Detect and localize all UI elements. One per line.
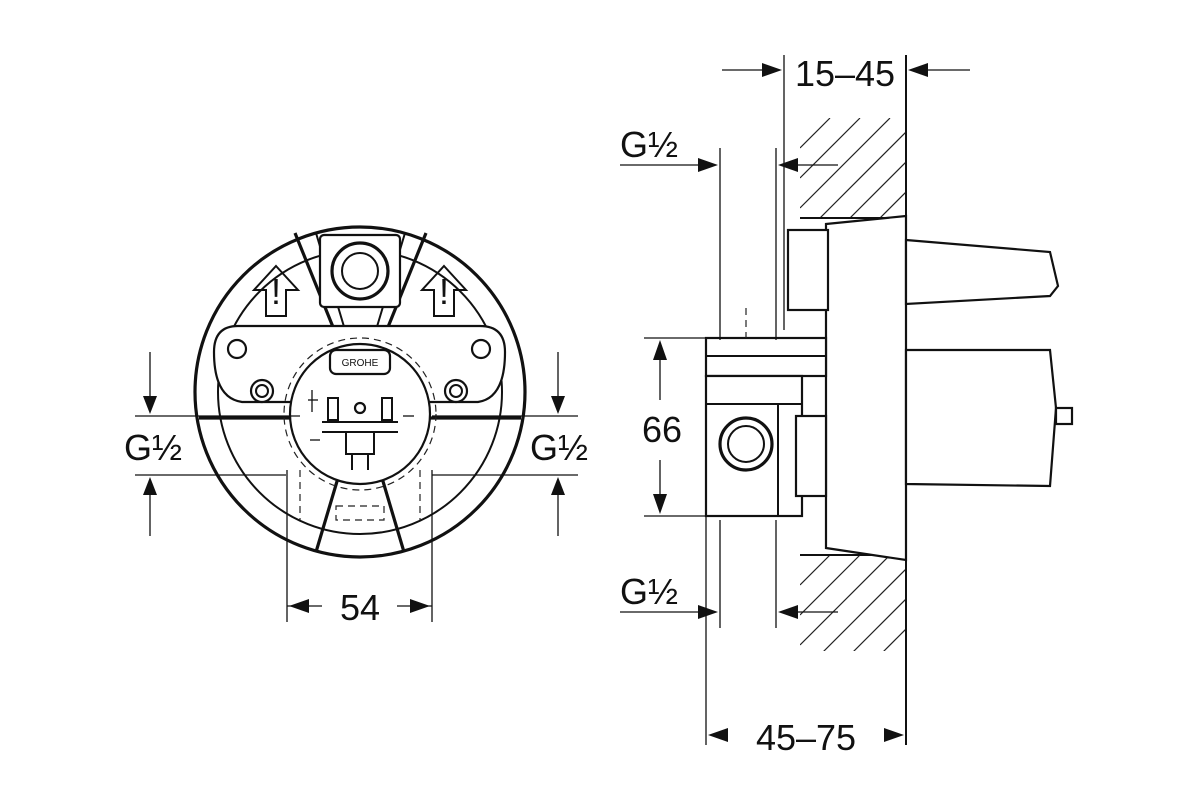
left-thread-label: G½ (124, 427, 182, 468)
grohe-logo: GROHE (342, 358, 379, 369)
svg-text:!: ! (271, 271, 281, 312)
plate-hole-right (470, 338, 492, 360)
total-depth-label: 45–75 (756, 717, 856, 758)
top-thread-label: G½ (620, 124, 678, 165)
side-valve-upper (786, 228, 830, 312)
up-arrow-icon-right: ! (419, 264, 469, 317)
wall-depth-label: 15–45 (795, 53, 895, 94)
total-depth-dimension (705, 516, 904, 745)
side-view: 15–45 G½ 66 G½ (620, 53, 1074, 758)
screw-left (249, 378, 275, 404)
top-thread-dimension (620, 148, 838, 340)
side-port-inner (727, 425, 765, 463)
side-mounting-plate (824, 214, 908, 562)
right-thread-label: G½ (530, 427, 588, 468)
side-port-outer (718, 416, 774, 472)
top-port-inner (341, 252, 379, 290)
screw-right (443, 378, 469, 404)
svg-text:!: ! (439, 271, 449, 312)
plate-hole-left (226, 338, 248, 360)
lower-cone (904, 348, 1058, 488)
bottom-thread-label: G½ (620, 571, 678, 612)
side-valve-body (704, 374, 804, 518)
wall-section-bottom (800, 554, 906, 651)
mounting-ring-outer (193, 225, 527, 559)
upper-cone (904, 238, 1060, 306)
front-view: ! ! GROHE (124, 225, 588, 628)
bottom-thread-dimension (620, 520, 838, 628)
wall-depth-dimension (722, 63, 970, 77)
logo-plate (328, 348, 392, 376)
right-thread-dimension (432, 352, 578, 536)
valve-internals (308, 390, 414, 470)
top-port-outer (330, 241, 390, 301)
spindle (1054, 406, 1074, 426)
width-dimension (286, 470, 433, 622)
left-thread-dimension (135, 352, 300, 536)
width-dimension-label: 54 (340, 587, 380, 628)
up-arrow-icon-left: ! (251, 264, 301, 317)
height-dimension (644, 337, 706, 517)
height-dimension-label: 66 (642, 409, 682, 450)
